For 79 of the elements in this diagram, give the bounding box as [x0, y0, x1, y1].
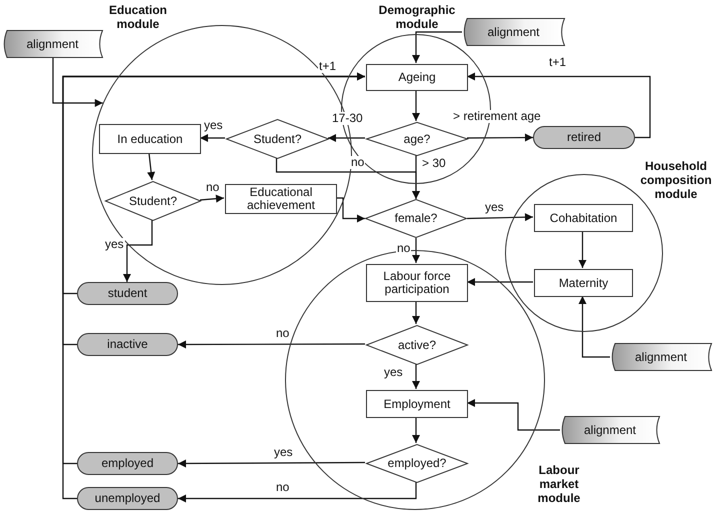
arrow — [578, 296, 610, 358]
edge-label: t+1 — [548, 56, 568, 69]
process-box — [534, 204, 633, 232]
arrow — [178, 459, 365, 468]
arrow — [412, 417, 420, 443]
decision-diamond — [365, 199, 467, 238]
terminal-box — [77, 282, 178, 305]
arrow — [178, 482, 417, 502]
arrow — [147, 152, 156, 180]
edge-label: > retirement age — [452, 110, 542, 123]
node-label: inactive — [106, 338, 149, 351]
module-heading: Demographic module — [378, 3, 456, 31]
decision-diamond — [366, 444, 468, 483]
arrow — [336, 197, 365, 222]
node-label: age? — [402, 132, 432, 146]
node-label: employed — [100, 457, 155, 470]
terminal-box — [77, 452, 178, 475]
process-box — [534, 269, 633, 297]
decision-diamond — [366, 122, 468, 156]
node-label: Cohabitation — [548, 212, 618, 224]
node-label: unemployed — [94, 492, 162, 505]
process-box — [366, 390, 468, 418]
node-label: In education — [116, 132, 184, 146]
arrow — [467, 399, 560, 431]
node-label: Ageing — [397, 71, 437, 84]
node-label: alignment — [25, 38, 80, 50]
process-box — [225, 184, 337, 214]
arrow — [466, 213, 534, 222]
edge-label: no — [350, 156, 366, 169]
node-label: Student? — [128, 194, 178, 208]
node-label: employed? — [386, 457, 448, 470]
decision-diamond — [366, 325, 468, 365]
arrow — [52, 58, 103, 107]
terminal-box — [533, 126, 635, 149]
node-label: female? — [394, 212, 438, 225]
node-label: active? — [396, 338, 438, 352]
edge-label: yes — [104, 238, 125, 251]
node-label: Student? — [252, 132, 303, 146]
arrow — [412, 364, 420, 389]
node-label: alignment — [582, 424, 638, 436]
node-label: Employment — [382, 398, 452, 410]
edge-label: 17-30 — [331, 112, 364, 125]
arrow — [412, 238, 420, 263]
node-label: Labour force participation — [382, 270, 452, 296]
module-heading: Labour market module — [536, 463, 582, 505]
tape-box — [462, 18, 565, 46]
edge-label: t+1 — [318, 60, 338, 73]
edge-label: > 30 — [421, 157, 447, 170]
arrow — [467, 134, 533, 142]
node-label: alignment — [486, 26, 541, 38]
process-box — [366, 264, 468, 302]
arrow — [200, 194, 224, 203]
node-label: Educational achievement — [246, 186, 316, 212]
module-heading: Household composition module — [639, 159, 713, 201]
node-label: alignment — [634, 350, 688, 364]
arrow — [200, 134, 225, 142]
arrow — [412, 301, 420, 324]
arrow — [578, 231, 586, 268]
arrow — [178, 340, 365, 348]
process-box — [366, 64, 468, 91]
arrow — [276, 158, 420, 199]
terminal-box — [77, 333, 178, 356]
arrow — [412, 31, 462, 63]
terminal-box — [77, 487, 178, 510]
module-heading: Education module — [108, 3, 168, 31]
arrow — [412, 90, 420, 121]
tape-box — [560, 416, 660, 444]
decision-diamond — [105, 181, 201, 221]
tape-box — [2, 30, 103, 58]
arrow — [328, 134, 365, 142]
node-label: Maternity — [558, 276, 610, 290]
node-label: student — [106, 287, 148, 300]
arrow — [467, 278, 533, 286]
arrow — [123, 220, 153, 282]
process-box — [99, 124, 201, 154]
node-label: retired — [566, 131, 602, 144]
tape-box — [610, 343, 712, 371]
decision-diamond — [226, 119, 329, 159]
arrow — [467, 72, 651, 138]
